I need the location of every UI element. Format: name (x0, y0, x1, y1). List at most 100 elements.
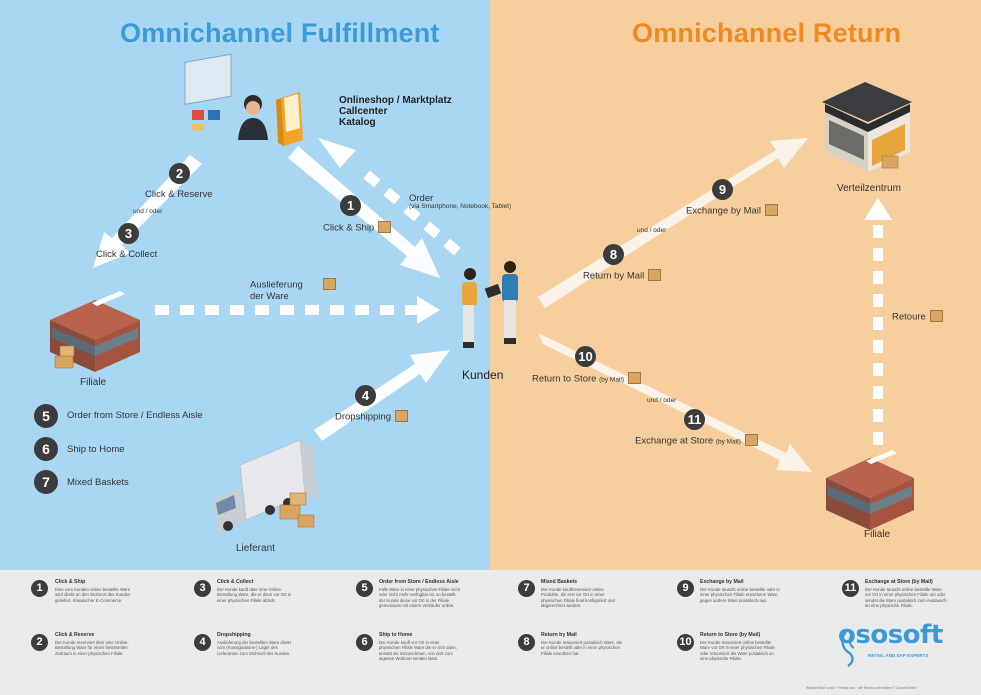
legend-desc: Der Kunde kauft über eine Online-Bestell… (217, 587, 292, 603)
legend-badge: 9 (677, 580, 694, 597)
box-icon (764, 204, 778, 216)
callcenter-illustration (238, 95, 268, 140)
legend-badge: 5 (356, 580, 373, 597)
badge-9: 9 (712, 179, 733, 200)
badge-6: 6 (34, 437, 58, 461)
label-return-to-store: Return to Store (by Mail) (532, 372, 641, 385)
arrow-dropshipping (314, 350, 450, 441)
label-dropshipping: Dropshipping (335, 410, 408, 423)
label-order: Order (409, 193, 434, 204)
lieferant-label: Lieferant (236, 543, 275, 554)
label-click-collect: Click & Collect (96, 249, 158, 260)
arrow-click-ship (288, 146, 440, 278)
legend-desc: Der Kunde retourniert online bestellte W… (700, 640, 775, 662)
box-icon (744, 434, 758, 446)
kunden-illustration (462, 261, 518, 348)
arrow-return-by-mail (538, 138, 808, 308)
legend-desc: Falls Ware in einer physischen Filiale n… (379, 587, 461, 609)
label-ship-to-home: Ship to Home (67, 444, 125, 455)
legend-desc: Der Kunde tauscht online bestellte oder … (700, 587, 780, 603)
legend-title: Ship to Home (379, 632, 413, 638)
filiale-left-illustration (50, 291, 140, 372)
fulfillment-title: Omnichannel Fulfillment (120, 18, 440, 48)
label-und-oder-1: und / oder (133, 208, 163, 215)
legend-desc: Der Kunde retourniert postalisch Ware, d… (541, 640, 623, 656)
legend-footer (0, 570, 981, 695)
legend-badge: 3 (194, 580, 211, 597)
legend-desc: Der Kunde kauft vor Ort in einer physisc… (379, 640, 457, 662)
legend-badge: 2 (31, 634, 48, 651)
legend-title: Click & Collect (217, 579, 254, 585)
channels-label: Onlineshop / Marktplatz Callcenter Katal… (339, 95, 452, 128)
badge-4: 4 (355, 385, 376, 406)
legend-title: Return to Store (by Mail) (700, 632, 761, 638)
label-und-oder-3: und / oder (647, 397, 677, 404)
legend-badge: 1 (31, 580, 48, 597)
legend-title: Click & Ship (55, 579, 86, 585)
badge-7: 7 (34, 470, 58, 494)
badge-8: 8 (603, 244, 624, 265)
legend-badge: 4 (194, 634, 211, 651)
katalog-illustration (276, 92, 303, 146)
box-icon (378, 221, 392, 233)
legend-title: Exchange at Store (by Mail) (865, 579, 933, 585)
channel-katalog: Katalog (339, 117, 376, 128)
badge-3: 3 (118, 223, 139, 244)
legend-desc: Der Kunde tauscht online bestellte Ware … (865, 587, 947, 609)
verteilzentrum-label: Verteilzentrum (837, 183, 901, 194)
ososoft-tagline: RETAIL AND SAP EXPERTS (868, 653, 929, 658)
channel-onlineshop: Onlineshop / Marktplatz (339, 95, 452, 106)
label-und-oder-2: und / oder (637, 227, 667, 234)
truck-illustration (213, 439, 318, 532)
flow-diagram (50, 53, 914, 532)
legend-badge: 6 (356, 634, 373, 651)
channel-callcenter: Callcenter (339, 106, 388, 117)
ososoft-logo: ososoft (838, 620, 943, 650)
badge-1: 1 (340, 195, 361, 216)
badge-2: 2 (169, 163, 190, 184)
filiale-right-label: Filiale (864, 529, 891, 540)
label-retoure: Retoure (892, 310, 943, 323)
label-order-sub: (via Smartphone, Notebook, Tablet) (409, 203, 512, 210)
legend-title: Mixed Baskets (541, 579, 578, 585)
onlineshop-illustration (184, 53, 232, 130)
legend-badge: 7 (518, 580, 535, 597)
legend-title: Return by Mail (541, 632, 577, 638)
arrow-auslieferung-dotted (155, 296, 440, 324)
label-click-reserve: Click & Reserve (145, 189, 213, 200)
label-mixed-baskets: Mixed Baskets (67, 477, 129, 488)
legend-title: Exchange by Mail (700, 579, 744, 585)
credit-line: Weiland Blatt / uvsm / Freepik.com · all… (806, 686, 917, 690)
legend-title: Dropshipping (217, 632, 251, 638)
label-exchange-by-mail: Exchange by Mail (686, 204, 778, 217)
badge-11: 11 (684, 409, 705, 430)
legend-badge: 8 (518, 634, 535, 651)
label-exchange-at-store: Exchange at Store (by Mail) (635, 434, 758, 447)
label-return-by-mail: Return by Mail (583, 269, 662, 282)
badge-10: 10 (575, 346, 596, 367)
badge-5: 5 (34, 404, 58, 428)
legend-desc: Der Kunde reserviert über eine Online-Be… (55, 640, 129, 656)
return-title: Omnichannel Return (632, 18, 902, 48)
box-icon (627, 372, 641, 384)
box-icon (648, 269, 662, 281)
box-icon (322, 278, 336, 290)
legend-title: Order from Store / Endless Aisle (379, 579, 459, 585)
legend-desc: Eine vom Kunden online bestellte Ware wi… (55, 587, 131, 603)
legend-badge: 11 (842, 580, 859, 597)
legend-badge: 10 (677, 634, 694, 651)
legend-title: Click & Reserve (55, 632, 95, 638)
legend-desc: Der Kunde kauft/reserviert online Produk… (541, 587, 615, 609)
label-auslieferung: Auslieferung der Ware (250, 278, 336, 302)
kunden-label: Kunden (462, 368, 504, 382)
filiale-left-label: Filiale (80, 377, 107, 388)
legend-desc: Auslieferung der bestellten Ware direkt … (217, 640, 291, 656)
box-icon (929, 310, 943, 322)
box-icon (394, 410, 408, 422)
label-order-from-store: Order from Store / Endless Aisle (67, 410, 203, 421)
arrow-order-dotted (318, 138, 461, 256)
verteilzentrum-illustration (822, 82, 912, 172)
arrow-return-to-store (538, 333, 812, 472)
ososoft-logo-mark (841, 631, 855, 667)
arrow-retoure-dotted (864, 198, 892, 445)
